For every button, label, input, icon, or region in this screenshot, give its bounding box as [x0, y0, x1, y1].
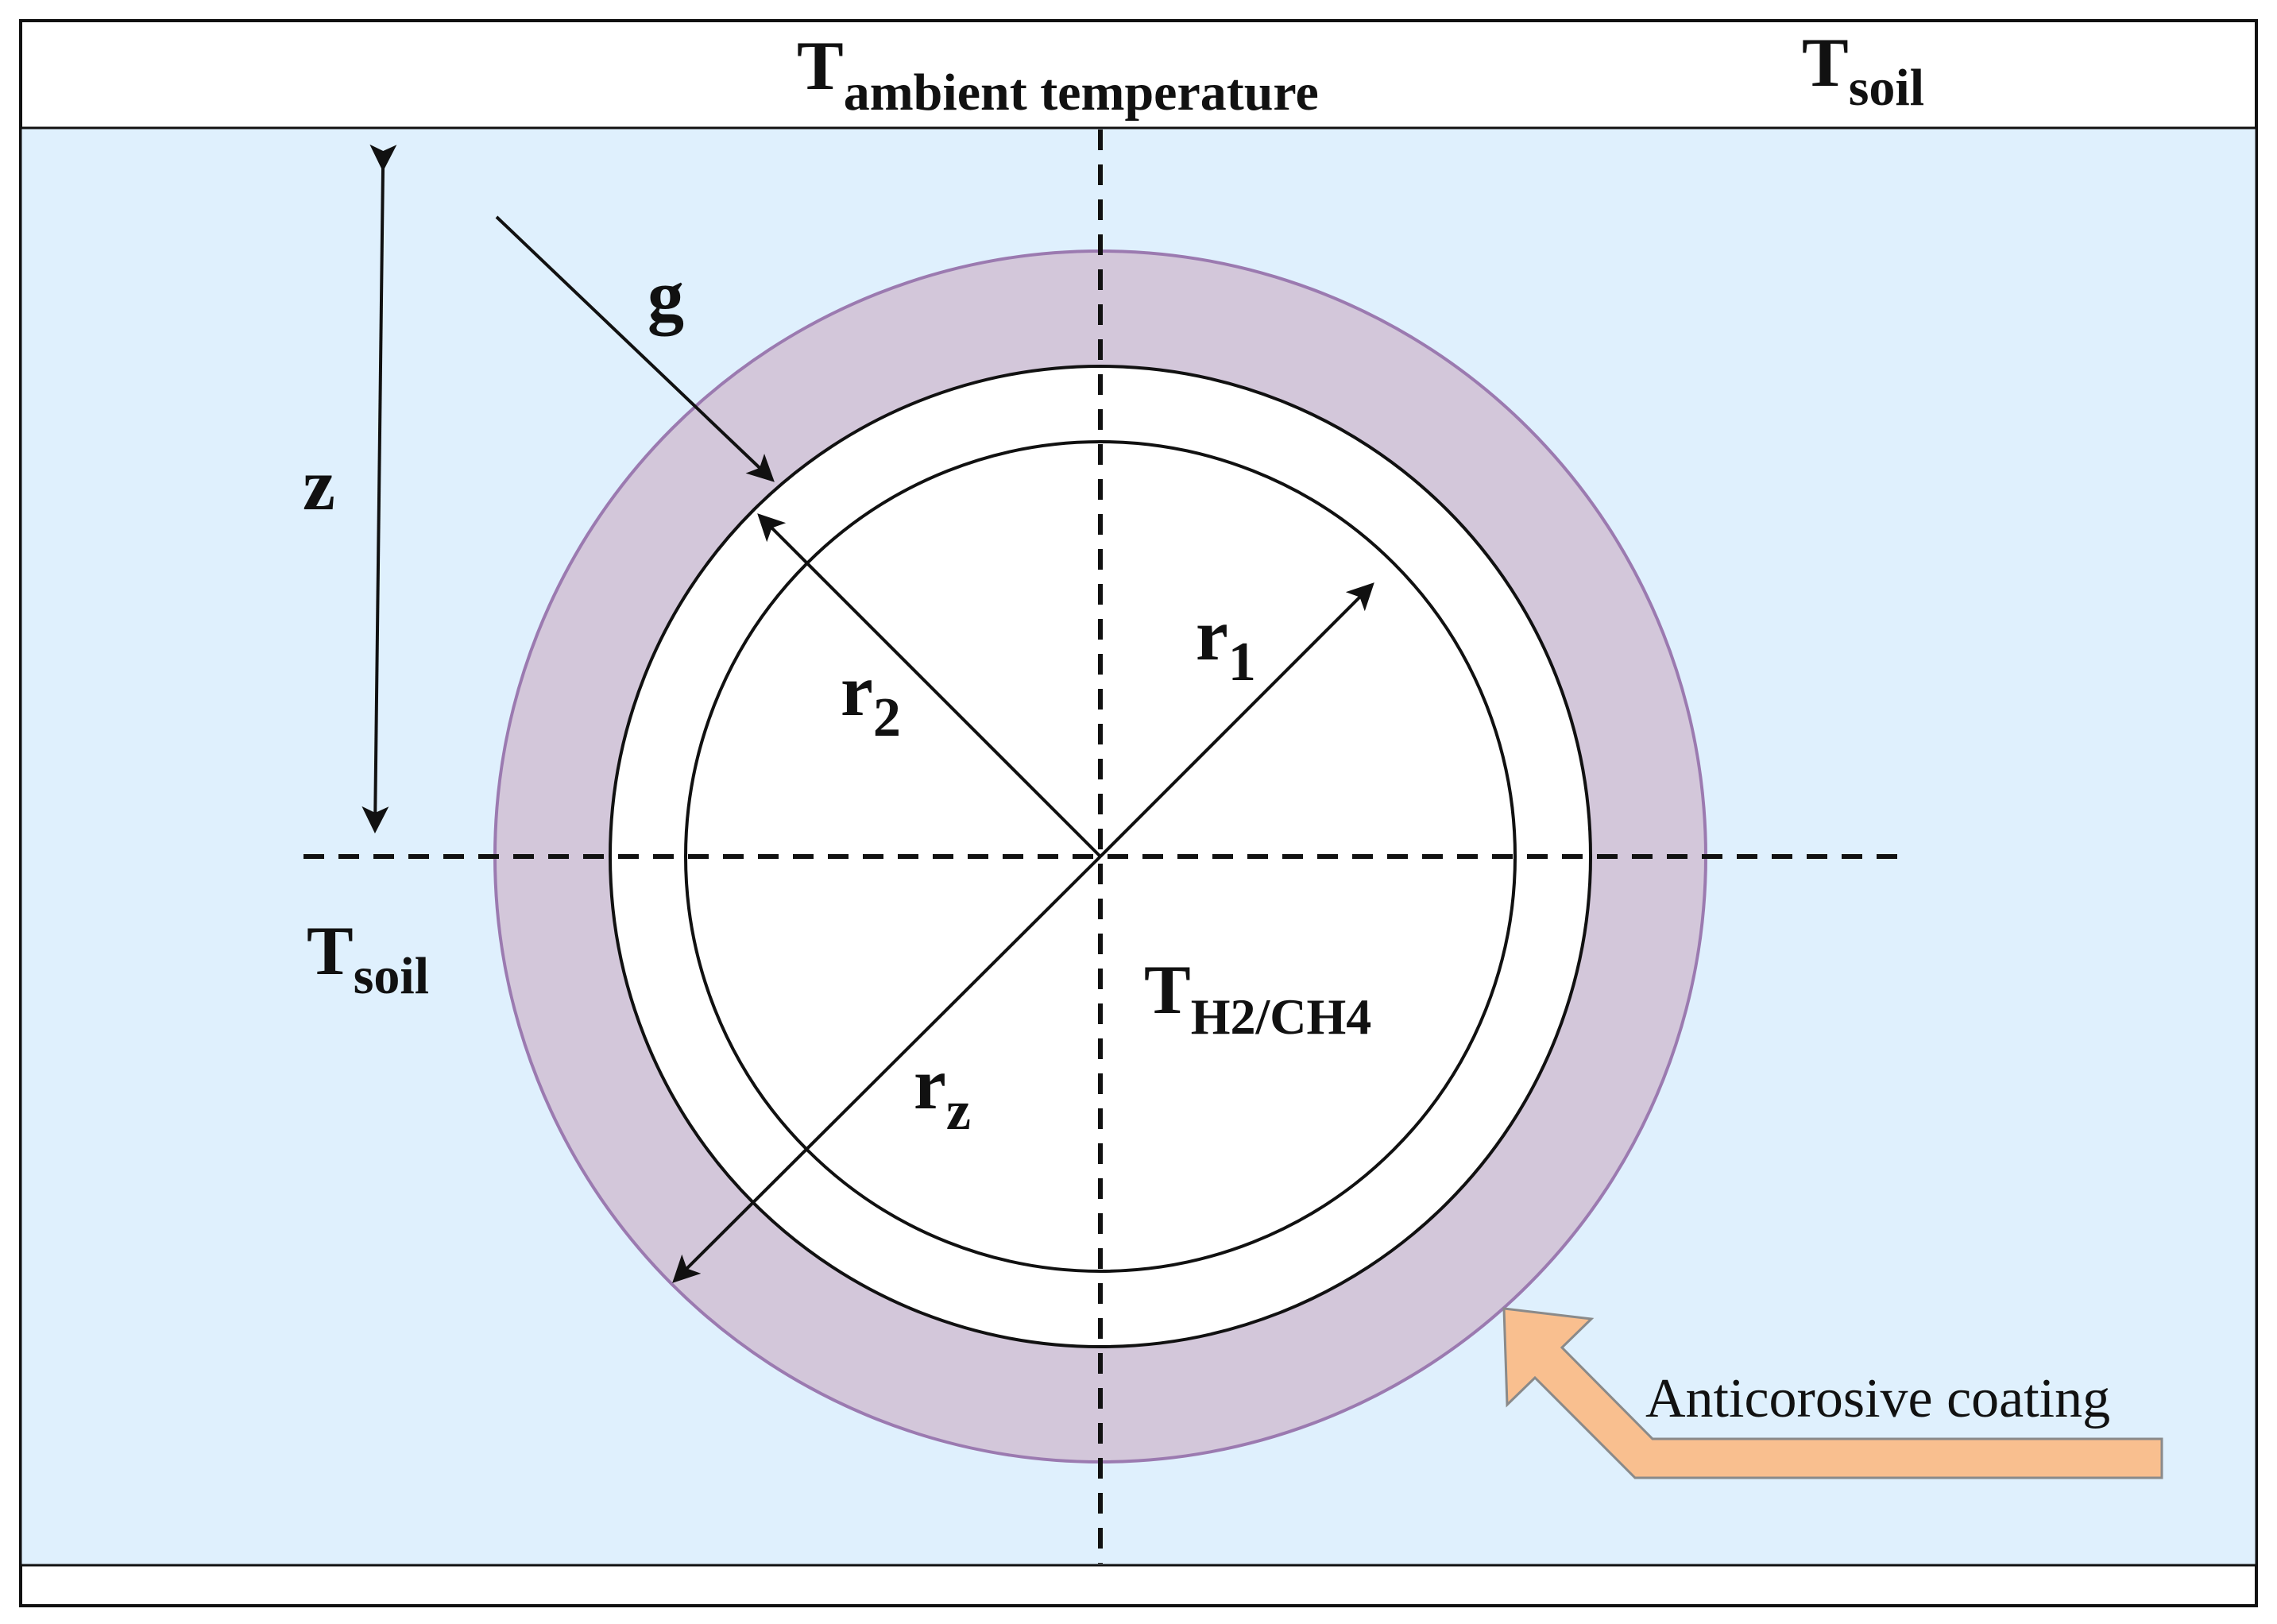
radius-rz-label: rz	[914, 1043, 971, 1142]
soil-temperature-label-left: Tsoil	[307, 913, 429, 1005]
soil-temperature-label-top: Tsoil	[1802, 25, 1924, 117]
fluid-temperature-label: TH2/CH4	[1144, 952, 1371, 1045]
depth-z-label: z	[303, 444, 335, 525]
ambient-temperature-label: Tambient temperature	[797, 28, 1319, 122]
radius-r2-arrow	[757, 513, 1102, 858]
coating-thickness-g-label: g	[648, 255, 684, 336]
radius-r1-arrow	[1099, 582, 1374, 858]
radius-rz-arrow	[672, 855, 1102, 1283]
coating-thickness-g-arrow	[495, 215, 775, 482]
radius-r2-label: r2	[841, 650, 901, 748]
coating-callout-arrow-icon	[1502, 1307, 2163, 1479]
coating-label: Anticorosive coating	[1645, 1368, 2110, 1429]
depth-z-arrow	[361, 144, 397, 833]
radius-r1-label: r1	[1196, 594, 1256, 693]
pipe-inner-wall	[684, 440, 1517, 1273]
